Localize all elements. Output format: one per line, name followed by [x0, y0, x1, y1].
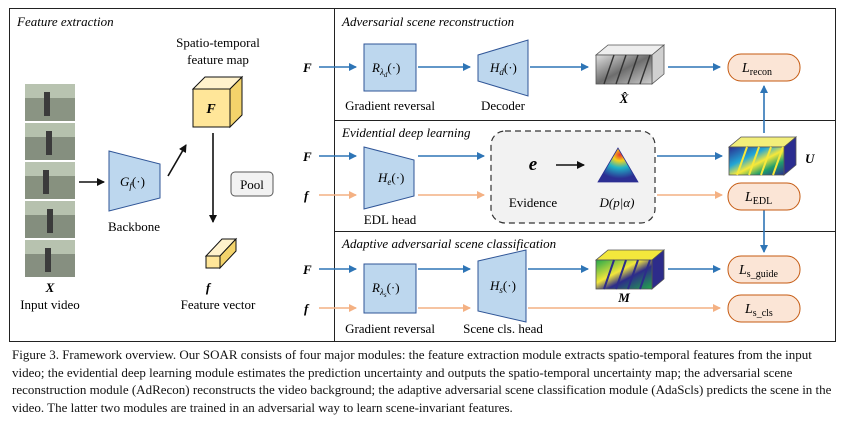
panel-title-adv-recon: Adversarial scene reconstruction [341, 14, 514, 29]
edl-head-block [363, 146, 415, 210]
evidence-symbol: e [529, 154, 538, 175]
pool-label: Pool [240, 177, 264, 192]
edl-head-label: EDL head [364, 212, 417, 227]
decoder-block [477, 39, 529, 97]
grl-1-label: Gradient reversal [345, 98, 435, 113]
decoder-label: Decoder [481, 98, 526, 113]
figure-caption: Figure 3. Framework overview. Our SOAR c… [12, 347, 832, 415]
grl-2-block [363, 263, 417, 314]
grl-2-fn: Rλs(·) [371, 280, 400, 299]
grl-2-label: Gradient reversal [345, 321, 435, 336]
grl-1-fn: Rλd(·) [371, 60, 400, 79]
input-F-edl: F [302, 149, 312, 164]
recon-symbol: X̂ [619, 91, 629, 106]
input-F-recon: F [302, 60, 312, 75]
loss-edl: LEDL [744, 190, 772, 207]
scene-fn: Hs(·) [489, 278, 516, 295]
edl-fn: He(·) [377, 170, 404, 187]
pool-box [230, 171, 274, 197]
scene-head-block [477, 249, 527, 323]
backbone-label: Backbone [108, 219, 160, 234]
arrow-backbone-to-map [167, 144, 187, 177]
framework-diagram: Feature extraction Adversarial scene rec… [9, 8, 836, 342]
backbone-fn: Gf(·) [120, 174, 145, 191]
backbone-block [108, 150, 161, 212]
loss-recon: Lrecon [741, 61, 772, 78]
input-video-frames [25, 84, 75, 277]
feature-map-title-2: feature map [187, 52, 249, 67]
input-f-edl: f [304, 188, 310, 203]
uncertainty-map-volume [727, 136, 798, 176]
feature-vector-symbol: f [206, 280, 212, 295]
input-f-cls: f [304, 301, 310, 316]
dirichlet-simplex-icon [597, 147, 639, 183]
loss-guide: Ls_guide [738, 263, 778, 280]
loss-cls-box [727, 294, 801, 323]
loss-guide-box [727, 255, 801, 284]
loss-recon-box [727, 53, 801, 82]
input-symbol: X [45, 280, 55, 295]
evidence-label: Evidence [509, 195, 558, 210]
feature-map-title-1: Spatio-temporal [176, 35, 260, 50]
scene-head-label: Scene cls. head [463, 321, 543, 336]
scene-mask-volume [594, 249, 666, 290]
decoder-fn: Hd(·) [489, 60, 517, 77]
input-video-label: Input video [20, 297, 80, 312]
dirichlet-label: D(p|α) [599, 195, 635, 210]
feature-vector-bar [204, 237, 238, 270]
panel-title-adv-cls: Adaptive adversarial scene classificatio… [341, 236, 556, 251]
input-F-cls: F [302, 262, 312, 277]
panel-title-feature-extraction: Feature extraction [16, 14, 114, 29]
loss-cls: Ls_cls [744, 302, 773, 319]
panel-title-edl: Evidential deep learning [341, 125, 471, 140]
feature-map-cube [191, 75, 244, 129]
mask-symbol: M [617, 290, 630, 305]
uncertainty-symbol: U [805, 151, 815, 166]
feature-vector-label: Feature vector [181, 297, 256, 312]
grl-1-block [363, 43, 417, 92]
loss-edl-box [727, 182, 801, 211]
reconstruction-volume [594, 44, 666, 85]
figure-frame [9, 8, 836, 342]
feature-map-symbol: F [205, 102, 216, 117]
evidence-box [490, 130, 656, 224]
